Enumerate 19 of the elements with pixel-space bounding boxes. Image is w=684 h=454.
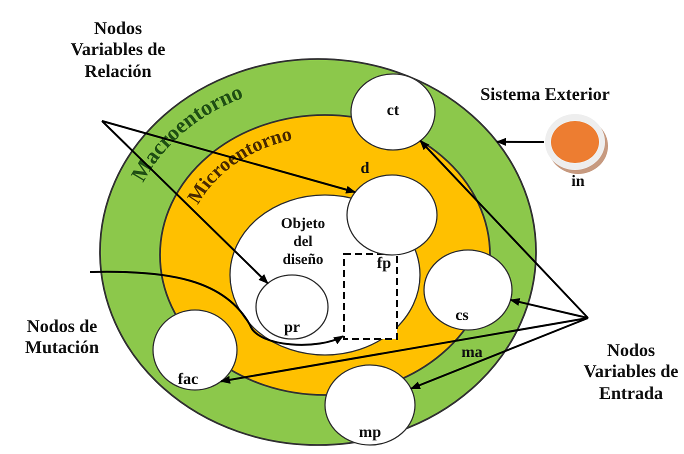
node-label: in [570,172,586,191]
node-label: mp [358,422,382,442]
arrow [220,317,588,384]
node-label: d [360,158,370,178]
node-label: fp [376,254,392,273]
annotation-text: Nodos Variables de Entrada [582,340,680,404]
arrow [510,298,588,319]
annotation-text: Nodos de Mutación [24,316,100,359]
arrow [420,140,589,319]
node-label: fac [176,370,200,389]
node-label: Objeto del diseño [280,215,326,269]
node-caption: ma [460,342,484,362]
arrow [410,317,588,390]
node-label: pr [283,318,301,337]
node-label: cs [454,306,470,325]
arrow [496,138,544,146]
region-label: Sistema Exterior [479,84,611,106]
node-label: ct [386,100,400,120]
annotation-text: Nodos Variables de Relación [70,18,166,82]
